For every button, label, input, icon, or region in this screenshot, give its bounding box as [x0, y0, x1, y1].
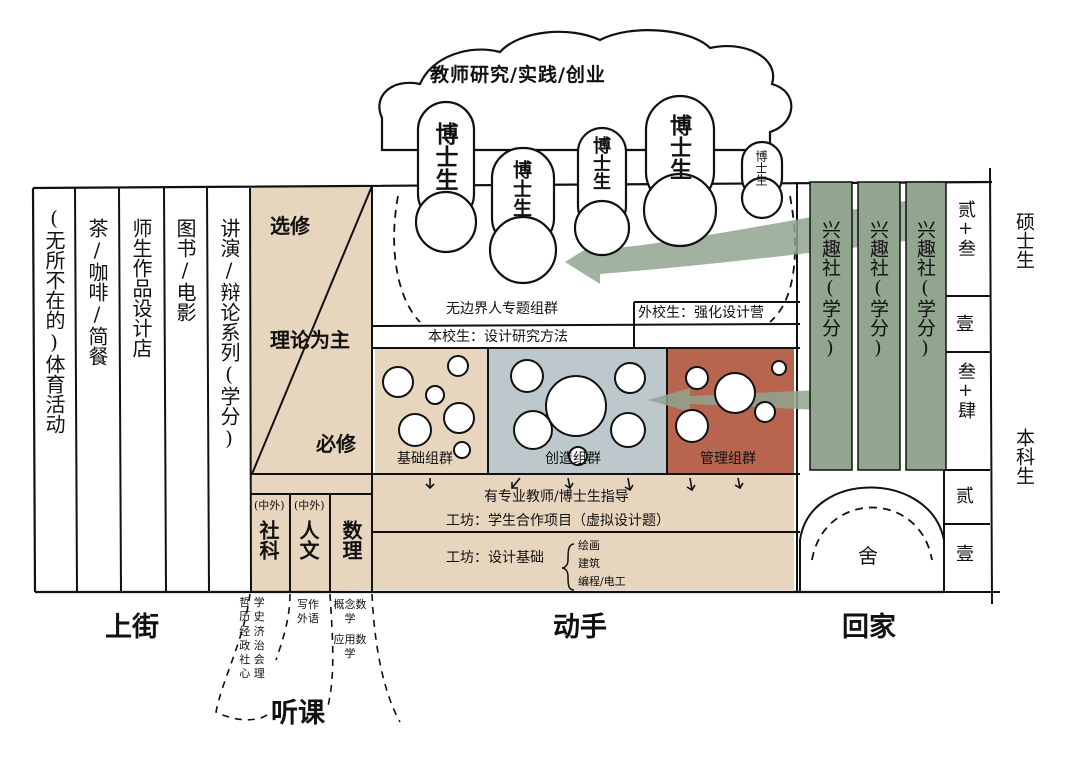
group-basic-label: 基础组群: [397, 451, 453, 467]
phd-label: 博士生: [510, 160, 532, 217]
math-label: 数理: [339, 520, 363, 560]
subject: 历 史: [239, 610, 265, 624]
humanities-label: 人文: [296, 520, 320, 560]
humanities-prefix: (中外): [294, 499, 325, 512]
street-lectures: 讲演/辩论系列(学分): [217, 218, 241, 450]
seminar-dashed-bubble: [393, 195, 796, 323]
subject: 哲 学: [239, 596, 265, 609]
year-undergrad-1: 壹: [956, 544, 974, 565]
year-masters-1: 壹: [956, 314, 974, 335]
humanities-subjects: 写作 外语: [292, 598, 324, 627]
foundation-item: 编程/电工: [578, 575, 626, 588]
subject: 社 会: [239, 653, 265, 667]
mentor-label: 有专业教师/博士生指导: [484, 489, 629, 505]
group-circles: [382, 355, 787, 466]
dorm-label: 舍: [858, 544, 878, 568]
zone-lecture: 听课: [271, 698, 325, 729]
subject: 概念数学: [333, 598, 367, 626]
lecture-lines: [250, 185, 373, 592]
subject: 心 理: [239, 667, 265, 681]
club-label: 兴趣社(学分): [819, 220, 841, 359]
dorm-arch: [799, 486, 945, 592]
required-label: 必修: [316, 432, 356, 456]
seminar-label: 无边界人专题组群: [446, 301, 558, 317]
subject: 应用数学: [333, 632, 367, 660]
phd-label: 博士生: [590, 136, 611, 190]
lecture-roots: [215, 593, 401, 723]
cloud-title: 教师研究/实践/创业: [430, 64, 606, 86]
undergrad-label: 本科生: [1013, 428, 1035, 485]
club-bars: [809, 181, 947, 471]
phd-label: 博士生: [754, 150, 768, 186]
subject: 经 济: [239, 624, 265, 638]
club-label: 兴趣社(学分): [914, 220, 936, 359]
phd-label: 博士生: [431, 122, 458, 191]
foundation-brace: [561, 543, 575, 591]
subject: 写作: [297, 598, 319, 611]
subject: 政 治: [239, 638, 265, 652]
phd-cylinders: [414, 94, 784, 285]
street-design-shop: 师生作品设计店: [129, 218, 153, 358]
foundation-label: 工坊：设计基础: [446, 550, 544, 566]
dorm-inner-arch: [811, 506, 933, 561]
zone-hands-on: 动手: [553, 612, 607, 643]
zone-street: 上街: [105, 612, 159, 643]
beige-lecture-panel: [250, 186, 372, 592]
street-column-lines: [74, 187, 252, 593]
year-undergrad-2: 贰: [956, 486, 974, 507]
outside-students-label: 外校生：强化设计营: [638, 305, 764, 321]
group-creative-label: 创造组群: [545, 451, 601, 467]
club-label: 兴趣社(学分): [867, 220, 889, 359]
small-down-arrows: [425, 477, 744, 492]
street-cafe: 茶/咖啡/简餐: [85, 218, 109, 366]
phd-label: 博士生: [666, 114, 692, 180]
year-undergrad-34: 叁+肆: [955, 362, 976, 419]
own-students-label: 本校生：设计研究方法: [428, 329, 568, 345]
elective-label: 选修: [270, 214, 310, 238]
year-masters-23: 贰+叁: [955, 200, 976, 257]
street-books-film: 图书/电影: [173, 218, 197, 322]
foundation-item: 绘画: [578, 539, 600, 552]
workshop-lines: [371, 182, 801, 592]
group-management-label: 管理组群: [700, 451, 756, 467]
project-label: 工坊：学生合作项目（虚拟设计题）: [446, 513, 670, 529]
theory-label: 理论为主: [270, 328, 350, 352]
foundation-item: 建筑: [578, 557, 600, 570]
math-subjects: 概念数学 应用数学: [332, 598, 368, 661]
zone-home: 回家: [842, 612, 896, 643]
masters-label: 硕士生: [1013, 212, 1035, 269]
street-sports: (无所不在的)体育活动: [42, 206, 66, 434]
social-subjects: 哲 学 历 史 经 济 政 治 社 会 心 理: [232, 596, 272, 682]
social-science-label: 社科: [256, 520, 280, 560]
subject: 外语: [297, 612, 319, 626]
social-prefix: (中外): [254, 499, 285, 512]
